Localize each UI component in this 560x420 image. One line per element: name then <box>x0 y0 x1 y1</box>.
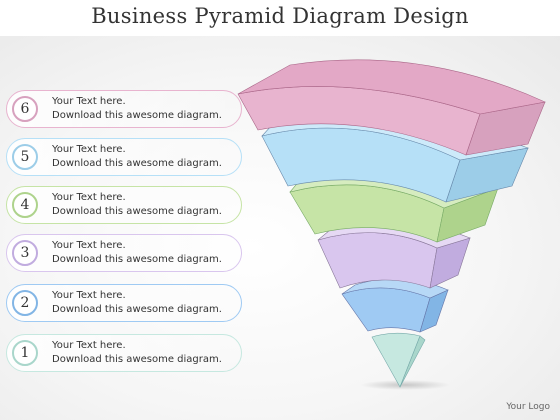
step-number: 6 <box>12 96 38 122</box>
row-pill <box>6 334 242 372</box>
row-text-heading: Your Text here. <box>52 290 126 301</box>
row-text-body: Download this awesome diagram. <box>52 206 222 217</box>
list-item-6: 6 Your Text here. Download this awesome … <box>6 88 246 130</box>
pyramid-shadow <box>360 380 450 390</box>
step-number: 2 <box>12 290 38 316</box>
row-text-heading: Your Text here. <box>52 240 126 251</box>
row-text-heading: Your Text here. <box>52 96 126 107</box>
list-item-4: 4 Your Text here. Download this awesome … <box>6 184 246 226</box>
row-text-heading: Your Text here. <box>52 144 126 155</box>
pyramid-layer-6 <box>237 59 546 156</box>
row-text-heading: Your Text here. <box>52 340 126 351</box>
row-pill <box>6 186 242 224</box>
row-text-body: Download this awesome diagram. <box>52 304 222 315</box>
pyramid-layer-1 <box>371 332 426 388</box>
row-text-heading: Your Text here. <box>52 192 126 203</box>
step-number: 5 <box>12 144 38 170</box>
list-item-2: 2 Your Text here. Download this awesome … <box>6 282 246 324</box>
row-text-body: Download this awesome diagram. <box>52 354 222 365</box>
step-number: 4 <box>12 192 38 218</box>
pyramid-layer-2 <box>341 278 449 333</box>
step-number: 1 <box>12 340 38 366</box>
step-number: 3 <box>12 240 38 266</box>
list-item-5: 5 Your Text here. Download this awesome … <box>6 136 246 178</box>
row-pill <box>6 284 242 322</box>
row-text-body: Download this awesome diagram. <box>52 110 222 121</box>
row-text-body: Download this awesome diagram. <box>52 254 222 265</box>
row-text-body: Download this awesome diagram. <box>52 158 222 169</box>
row-pill <box>6 234 242 272</box>
logo-text: Your Logo <box>506 402 550 412</box>
row-pill <box>6 138 242 176</box>
row-pill <box>6 90 242 128</box>
diagram-title: Business Pyramid Diagram Design <box>91 4 469 28</box>
list-item-1: 1 Your Text here. Download this awesome … <box>6 332 246 374</box>
list-item-3: 3 Your Text here. Download this awesome … <box>6 232 246 274</box>
